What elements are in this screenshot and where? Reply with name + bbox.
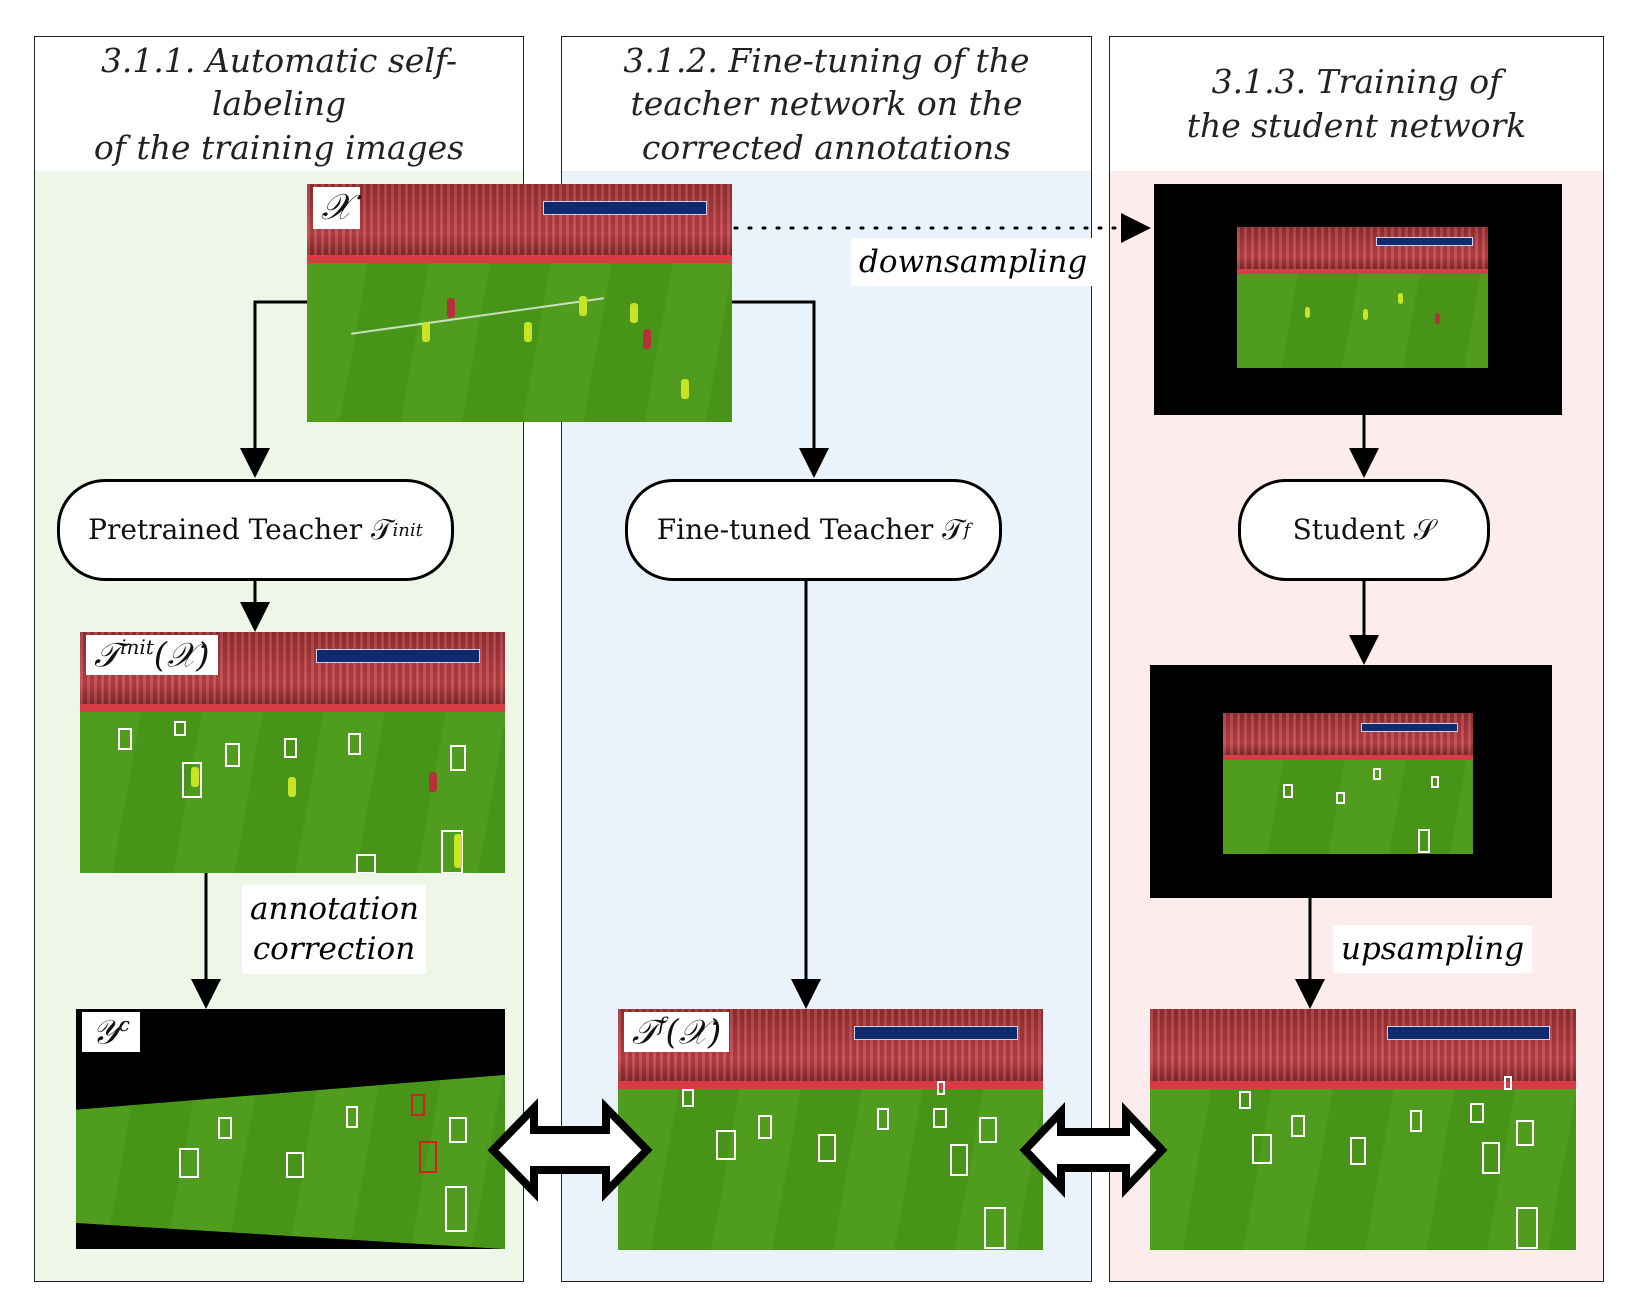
panel-title-self-labeling: 3.1.1. Automatic self-labeling of the tr… xyxy=(35,37,523,172)
student-output-image xyxy=(1223,713,1473,854)
scorebug xyxy=(543,200,707,215)
annotation-correction-label: annotation correction xyxy=(242,885,426,974)
panel-title-text: 3.1.3. Training of the student network xyxy=(1186,62,1527,145)
downsampling-label: downsampling xyxy=(851,238,1096,287)
teacher-f-output-label: 𝒯f(𝒳) xyxy=(624,1012,730,1053)
input-image xyxy=(307,184,732,422)
upsampled-student-image xyxy=(1150,1009,1576,1250)
panel-title-text: 3.1.1. Automatic self-labeling of the tr… xyxy=(93,40,465,167)
panel-title-finetuning: 3.1.2. Fine-tuning of the teacher networ… xyxy=(562,37,1091,172)
teacher-init-output-label: 𝒯init(𝒳) xyxy=(86,635,218,676)
panel-title-student: 3.1.3. Training of the student network xyxy=(1110,37,1603,172)
student-node: Student 𝒮 xyxy=(1238,479,1490,581)
corrected-annotations-image xyxy=(76,1075,505,1249)
upsampling-label: upsampling xyxy=(1333,925,1533,974)
panel-title-text: 3.1.2. Fine-tuning of the teacher networ… xyxy=(623,40,1030,167)
input-image-label: 𝒳 xyxy=(313,187,360,229)
downsampled-image xyxy=(1237,227,1488,368)
corrected-annotations-label: 𝒴c xyxy=(82,1012,140,1053)
